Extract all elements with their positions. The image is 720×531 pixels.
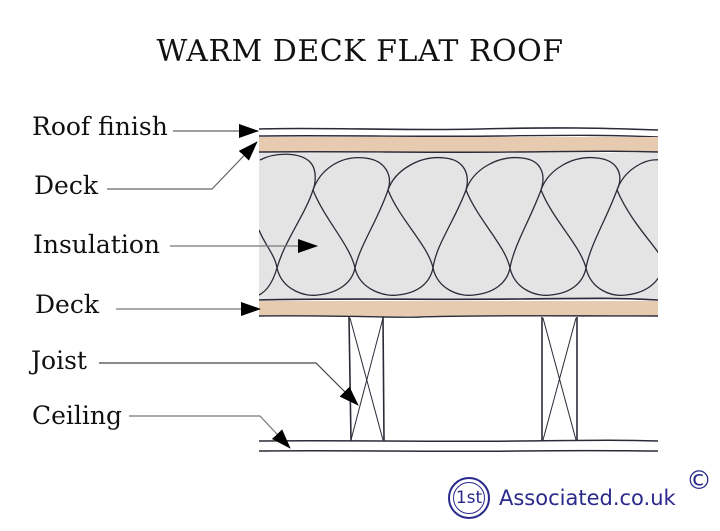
roof-finish-layer: [258, 127, 659, 138]
label-joist: Joist: [31, 346, 87, 375]
upper-deck-layer: [258, 137, 659, 153]
leader-ceiling: [129, 415, 291, 449]
joist-left: [348, 316, 385, 442]
lower-deck-layer: [258, 301, 659, 318]
leader-joist: [99, 362, 359, 406]
logo-badge-icon: 1st: [448, 477, 490, 519]
logo-text: Associated.co.uk: [499, 486, 676, 510]
label-insulation: Insulation: [33, 230, 161, 259]
copyright-icon: ©: [686, 466, 712, 496]
label-roof-finish: Roof finish: [32, 112, 168, 141]
insulation-layer: [258, 153, 659, 301]
ceiling-layer: [258, 439, 659, 453]
logo-badge-text: 1st: [455, 488, 483, 508]
brand-logo: 1st Associated.co.uk: [448, 474, 676, 522]
joist-right: [541, 317, 578, 441]
label-deck-upper: Deck: [34, 171, 98, 200]
label-deck-lower: Deck: [35, 290, 99, 319]
leader-deck-upper: [107, 141, 258, 190]
diagram-title: WARM DECK FLAT ROOF: [156, 34, 564, 69]
label-ceiling: Ceiling: [32, 401, 123, 430]
